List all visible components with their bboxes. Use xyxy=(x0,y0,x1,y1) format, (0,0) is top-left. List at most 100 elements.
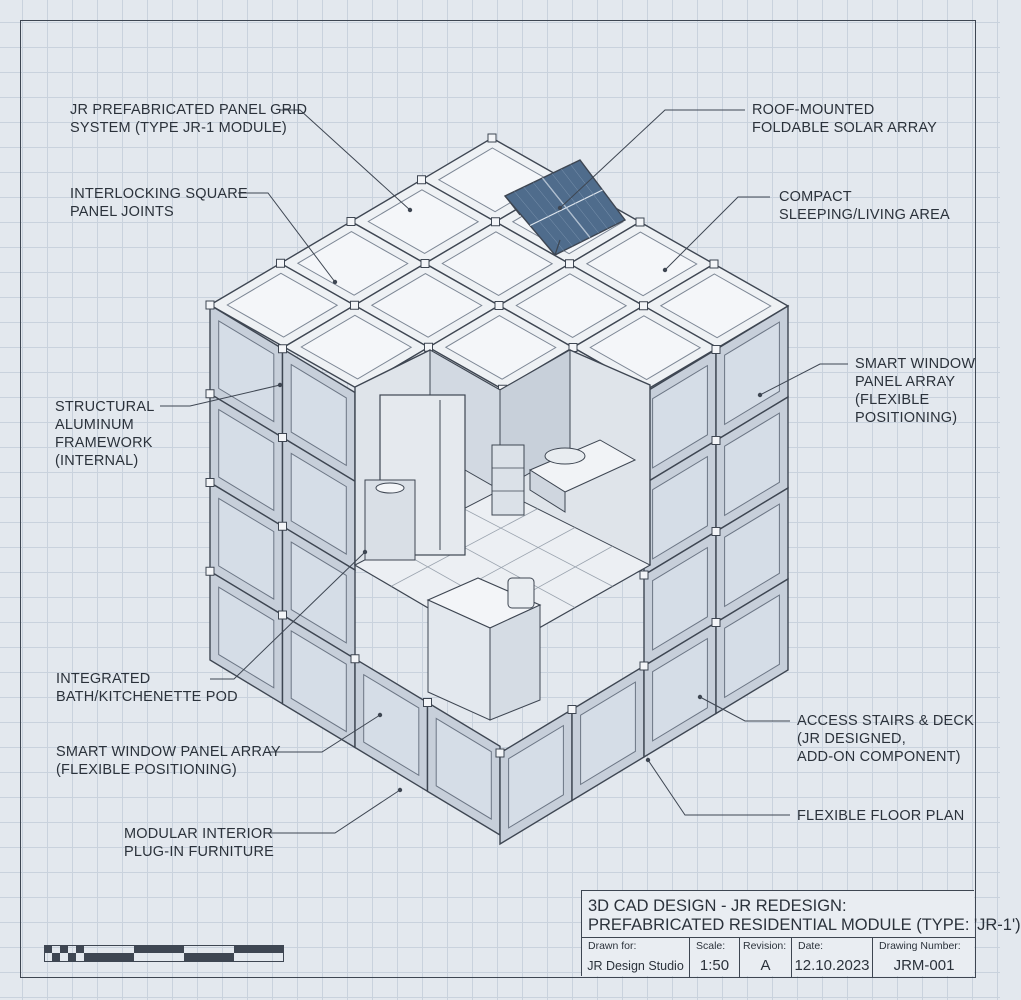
bed-side xyxy=(529,469,566,513)
leader-line xyxy=(759,363,848,396)
cell-date: Date: 12.10.2023 xyxy=(792,938,873,978)
leader-dot xyxy=(332,279,338,285)
panel-window xyxy=(218,497,275,600)
leader-line xyxy=(238,192,336,283)
panel-window xyxy=(218,408,275,512)
title-block-fields: Drawn for: JR Design Studio Scale: 1:50 … xyxy=(582,937,975,978)
interior-cutaway-layer xyxy=(353,349,652,721)
solar-cell-line xyxy=(523,186,573,247)
panel-joint xyxy=(709,259,719,269)
panel-joint xyxy=(278,344,287,354)
callout-floor-plan: FLEXIBLE FLOOR PLAN xyxy=(797,808,965,824)
panel-joint xyxy=(205,389,215,399)
drawer-unit xyxy=(491,444,525,516)
leader-dot xyxy=(645,757,651,763)
callout-stairs: ACCESS STAIRS & DECK (JR DESIGNED, ADD-O… xyxy=(797,713,974,765)
callout-joints: INTERLOCKING SQUARE PANEL JOINTS xyxy=(70,186,248,220)
panel-joint xyxy=(494,301,504,310)
panel-window xyxy=(652,637,708,742)
floor-tile-line xyxy=(463,508,613,587)
leader-line xyxy=(160,384,281,407)
callout-furniture: MODULAR INTERIOR PLUG-IN FURNITURE xyxy=(124,826,275,860)
panel-window xyxy=(218,586,275,689)
panel-window xyxy=(226,272,339,338)
solar-cell-line xyxy=(542,177,591,238)
right-wall-panels xyxy=(495,304,789,846)
desk-front xyxy=(427,599,491,721)
panel-joint xyxy=(491,217,500,227)
panel-joint xyxy=(276,258,285,268)
solar-bracket xyxy=(554,239,561,256)
left-wall-panels xyxy=(205,300,501,837)
panel-joint xyxy=(635,217,645,227)
panel-window xyxy=(724,594,780,699)
panel-window xyxy=(290,363,347,467)
leader-line xyxy=(664,196,770,271)
panel-joint xyxy=(711,345,721,354)
panel-window xyxy=(589,315,702,381)
panel-window xyxy=(652,364,708,469)
panel-window xyxy=(580,681,636,786)
panel-window xyxy=(444,315,557,380)
sink xyxy=(375,482,405,494)
pillow xyxy=(544,447,586,465)
panel-joint xyxy=(423,698,432,707)
leader-line xyxy=(699,696,790,722)
leader-dot xyxy=(557,205,563,211)
cell-drawn-for: Drawn for: JR Design Studio xyxy=(582,938,690,978)
leader-dot xyxy=(362,549,368,555)
panel-window xyxy=(300,314,413,380)
callout-framework: STRUCTURAL ALUMINUM FRAMEWORK (INTERNAL) xyxy=(55,399,155,469)
cell-revision: Revision: A xyxy=(740,938,792,978)
panel-joint xyxy=(495,748,505,758)
interior-cutaway xyxy=(353,349,652,721)
leader-dot xyxy=(662,267,668,273)
leader-line xyxy=(280,109,411,211)
panel-joint xyxy=(205,300,215,310)
callout-window-left: SMART WINDOW PANEL ARRAY (FLEXIBLE POSIT… xyxy=(56,744,281,778)
solar-cell-line xyxy=(514,191,564,251)
callout-window-right: SMART WINDOW PANEL ARRAY (FLEXIBLE POSIT… xyxy=(855,356,976,426)
scale-label: Scale: xyxy=(696,940,726,952)
panel-window xyxy=(652,546,708,651)
panel-joint xyxy=(711,436,721,445)
chair xyxy=(507,577,535,609)
leader-dot xyxy=(377,712,383,718)
panel-joint xyxy=(278,521,287,531)
panel-window xyxy=(585,231,698,297)
panel-joint xyxy=(565,259,574,269)
panel-joint xyxy=(487,133,497,143)
drawing-number-label: Drawing Number: xyxy=(879,940,961,952)
isometric-module-drawing xyxy=(160,109,848,846)
panel-joint xyxy=(639,301,648,311)
drawing-title: 3D CAD DESIGN - JR REDESIGN: PREFABRICAT… xyxy=(588,897,1021,934)
leader-line xyxy=(647,759,790,816)
leader-line xyxy=(559,109,745,209)
panel-joint xyxy=(639,570,649,580)
solar-panel xyxy=(503,159,627,256)
solar-bracket xyxy=(504,195,521,216)
scale-bar xyxy=(44,945,284,962)
leader-line xyxy=(266,789,401,834)
panel-window xyxy=(441,231,554,296)
panel-window xyxy=(652,455,708,560)
date-label: Date: xyxy=(798,940,824,952)
panel-window xyxy=(724,412,780,517)
scale-value: 1:50 xyxy=(699,957,730,974)
panel-window xyxy=(367,189,480,254)
panel-joint xyxy=(639,661,649,671)
panel-joint xyxy=(711,618,721,627)
panel-grid-layer xyxy=(205,133,790,846)
panel-window xyxy=(435,717,492,820)
panel-joint xyxy=(205,566,215,576)
panel-joint xyxy=(278,610,287,620)
panel-window xyxy=(724,503,780,608)
panel-joint xyxy=(205,478,215,487)
panel-joint xyxy=(417,175,426,185)
solar-array xyxy=(503,159,627,256)
panel-window xyxy=(290,630,347,733)
leader-lines-layer xyxy=(160,109,848,834)
panel-joint xyxy=(711,527,721,536)
cell-scale: Scale: 1:50 xyxy=(690,938,740,978)
